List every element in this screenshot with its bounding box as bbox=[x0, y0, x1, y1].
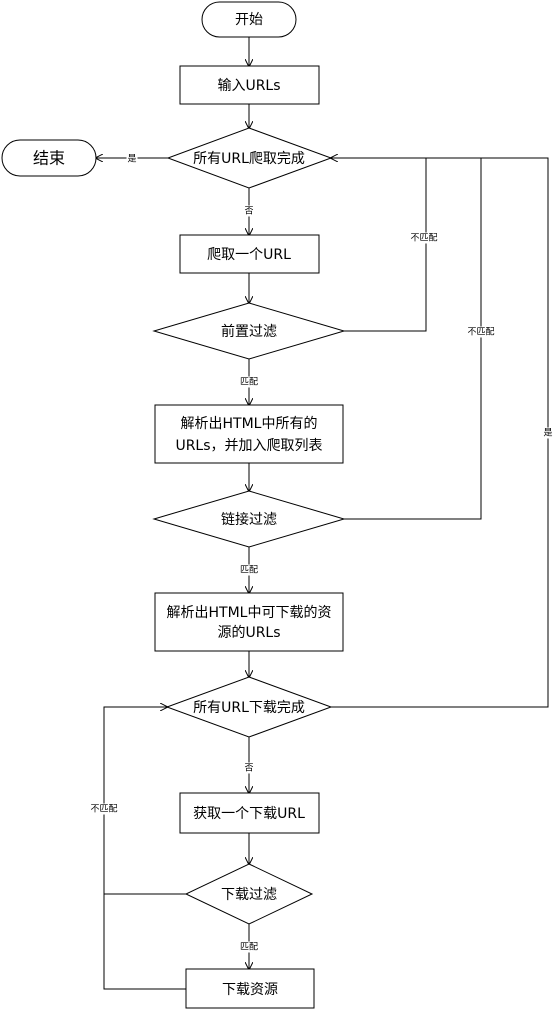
all-downloaded-label: 所有URL下载完成 bbox=[193, 700, 305, 716]
all-downloaded-decision: 所有URL下载完成 bbox=[165, 676, 333, 738]
input-urls-node: 输入URLs bbox=[179, 65, 320, 105]
crawl-one-node: 爬取一个URL bbox=[179, 234, 320, 274]
label-yes-end: 是 bbox=[127, 154, 136, 165]
label-backing bbox=[542, 427, 554, 439]
edge-dlfilter-nomatch bbox=[103, 707, 186, 895]
crawl-one-label: 爬取一个URL bbox=[207, 247, 291, 263]
label-backing bbox=[238, 941, 260, 953]
label-backing bbox=[466, 326, 496, 338]
input-urls-label: 输入URLs bbox=[217, 78, 280, 94]
get-dl-url-label: 获取一个下载URL bbox=[193, 806, 305, 822]
label-nomatch-link: 不匹配 bbox=[467, 327, 494, 338]
label-backing bbox=[238, 564, 260, 576]
dl-filter-decision: 下载过滤 bbox=[184, 863, 314, 925]
pre-filter-decision: 前置过滤 bbox=[152, 302, 346, 360]
edge-dlcheck-yes-loop bbox=[331, 157, 549, 708]
label-match-pre: 匹配 bbox=[240, 377, 258, 388]
get-dl-url-node: 获取一个下载URL bbox=[179, 792, 320, 834]
label-backing bbox=[243, 762, 255, 774]
parse-dl-label-line1: 解析出HTML中可下载的资 bbox=[167, 605, 332, 621]
link-filter-label: 链接过滤 bbox=[221, 511, 277, 528]
parse-dl-label-line2: 源的URLs bbox=[217, 625, 280, 641]
parse-html-label-line1: 解析出HTML中所有的 bbox=[181, 416, 318, 432]
label-yes-loop: 是 bbox=[543, 428, 552, 439]
label-backing bbox=[409, 232, 439, 244]
start-node: 开始 bbox=[201, 1, 297, 38]
parse-html-label-line2: URLs，并加入爬取列表 bbox=[175, 438, 322, 454]
label-match-link: 匹配 bbox=[240, 565, 258, 576]
label-no-crawl: 否 bbox=[244, 206, 253, 217]
label-nomatch-pre: 不匹配 bbox=[410, 233, 437, 244]
parse-dl-node: 解析出HTML中可下载的资 源的URLs bbox=[154, 592, 344, 652]
label-backing bbox=[126, 153, 138, 165]
label-no-dl: 否 bbox=[244, 763, 253, 774]
edge-prefilter-nomatch bbox=[331, 158, 427, 332]
all-crawled-decision: 所有URL爬取完成 bbox=[166, 127, 333, 189]
edge-download-loop bbox=[103, 894, 186, 990]
edge-labels: 是 否 不匹配 匹配 不匹配 匹配 是 否 不匹配 匹配 bbox=[89, 153, 554, 953]
pre-filter-label: 前置过滤 bbox=[221, 323, 277, 340]
all-crawled-label: 所有URL爬取完成 bbox=[193, 151, 305, 167]
download-label: 下载资源 bbox=[222, 982, 278, 998]
end-node: 结束 bbox=[1, 139, 97, 177]
edge-linkfilter-nomatch bbox=[344, 157, 482, 520]
start-label: 开始 bbox=[235, 12, 263, 28]
download-node: 下载资源 bbox=[185, 968, 315, 1009]
label-backing bbox=[243, 205, 255, 217]
label-backing bbox=[89, 803, 119, 815]
parse-html-node: 解析出HTML中所有的 URLs，并加入爬取列表 bbox=[154, 404, 344, 464]
dl-filter-label: 下载过滤 bbox=[221, 887, 277, 903]
label-match-dl: 匹配 bbox=[240, 942, 258, 953]
end-label: 结束 bbox=[33, 149, 65, 168]
label-nomatch-dl: 不匹配 bbox=[90, 804, 117, 815]
link-filter-decision: 链接过滤 bbox=[152, 490, 346, 548]
label-backing bbox=[238, 376, 260, 388]
